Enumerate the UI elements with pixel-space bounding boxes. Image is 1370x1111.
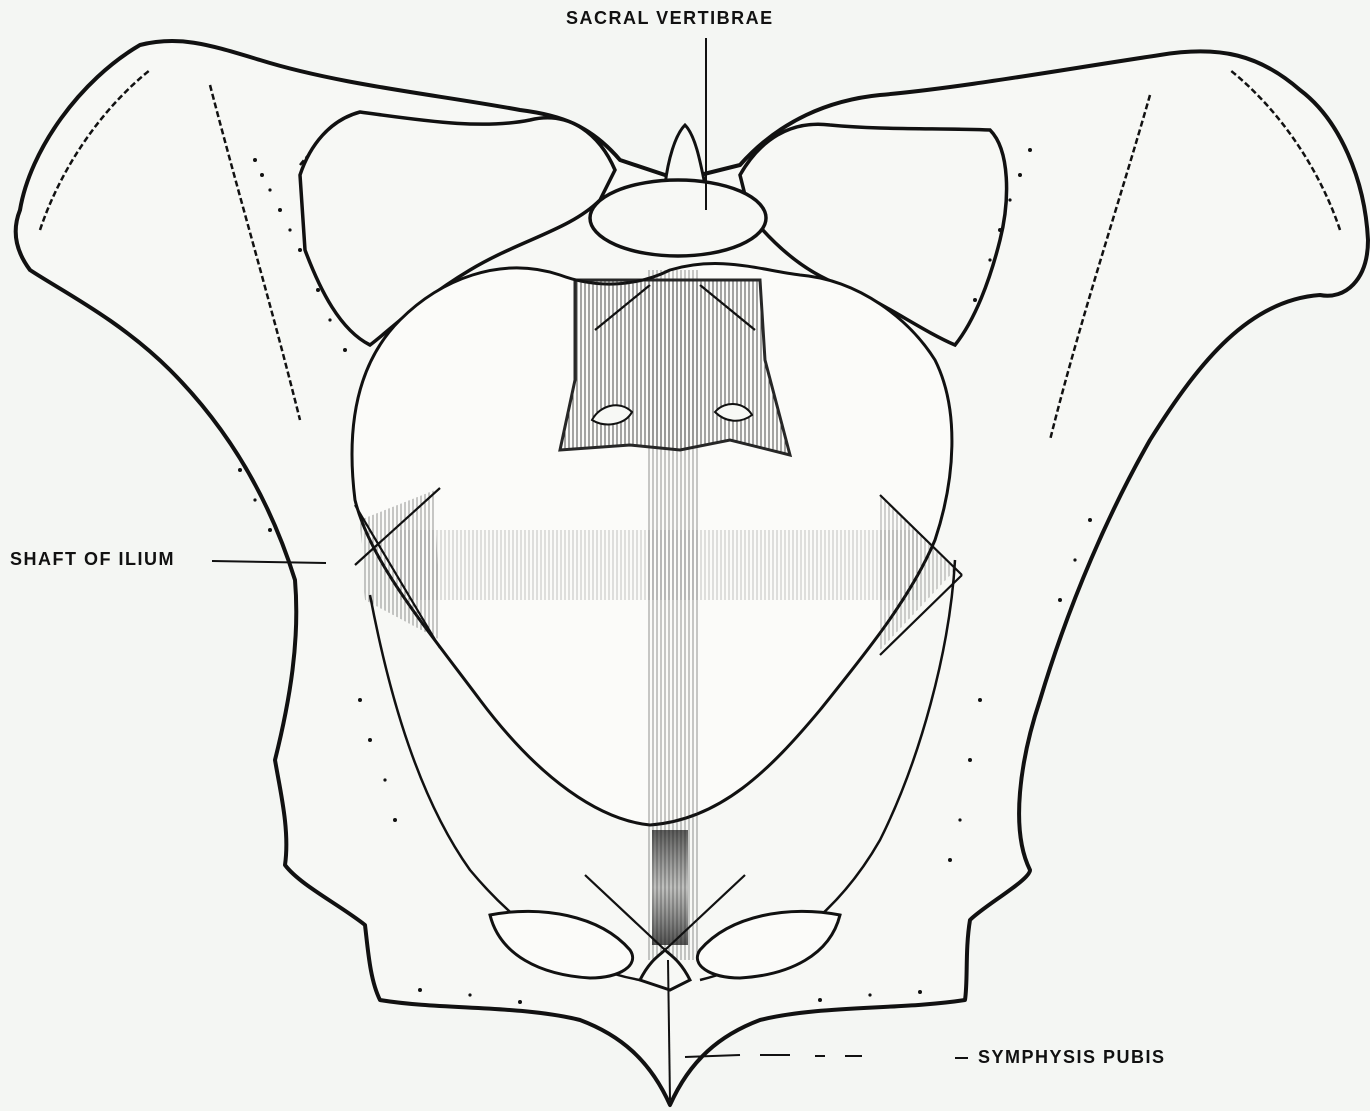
pubis-leader-line <box>685 1055 968 1058</box>
midline-dark-lower <box>652 830 688 945</box>
shaft-of-ilium-label: SHAFT OF ILIUM <box>10 549 175 570</box>
transverse-shading <box>400 530 920 600</box>
sacral-vertebrae-label: SACRAL VERTIBRAE <box>566 8 774 29</box>
sacral-vertebral-body <box>590 180 766 256</box>
symphysis-pubis-label: SYMPHYSIS PUBIS <box>978 1047 1166 1068</box>
spinous-process <box>665 125 705 185</box>
